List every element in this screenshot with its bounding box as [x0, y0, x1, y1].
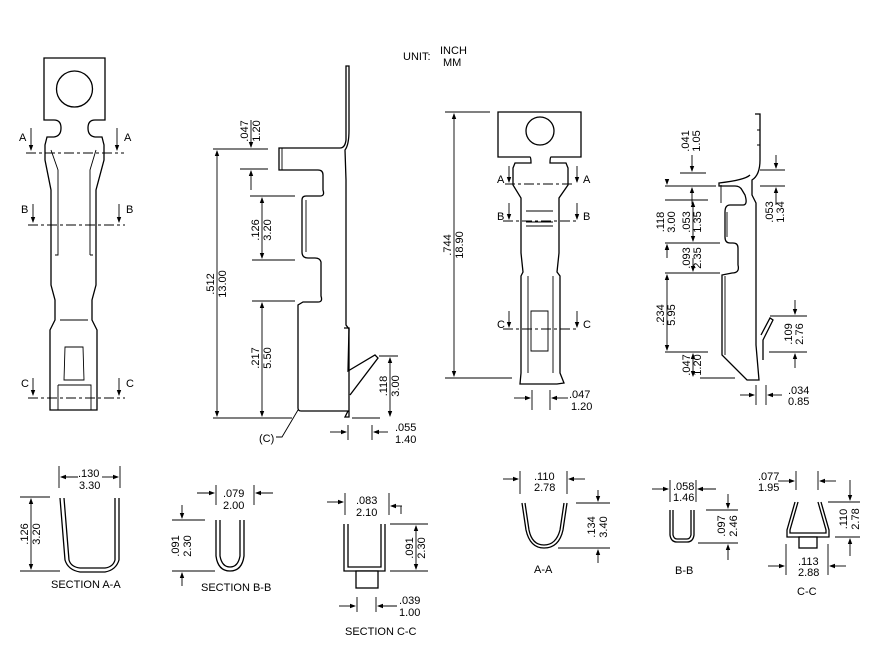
dim-091b-inch: .091 [170, 535, 182, 556]
dim-047-inch: .047 [239, 120, 251, 141]
section-c-c-right: .077 1.95 .110 2.78 .113 2.88 C-C [758, 471, 862, 598]
section-title: B-B [675, 565, 693, 577]
dim-047rr-mm: 1.20 [692, 354, 704, 375]
front-view-left: A A B B C C [19, 57, 134, 411]
marker-a-left: A [19, 132, 27, 144]
dim-091c-mm: 2.30 [416, 537, 428, 558]
dim-217-mm: 5.50 [262, 347, 274, 368]
dim-039-mm: 1.00 [399, 607, 420, 619]
dim-053b-mm: 1.34 [775, 201, 787, 222]
dim-118-inch: .118 [378, 376, 390, 397]
dim-097-mm: 2.46 [728, 515, 740, 536]
dim-041-inch: .041 [680, 130, 692, 151]
dim-234-mm: 5.95 [666, 304, 678, 325]
dim-118r-inch: .118 [655, 212, 667, 233]
section-title: A-A [534, 564, 553, 576]
callout-c: (C) [259, 433, 274, 445]
dim-058-mm: 1.46 [673, 492, 694, 504]
marker-b-right: B [126, 204, 133, 216]
dim-234-inch: .234 [655, 304, 667, 325]
dim-077-inch: .077 [758, 471, 779, 483]
marker-c-left-r: C [497, 319, 505, 331]
dim-039-inch: .039 [399, 595, 420, 607]
dim-110c-inch: .110 [838, 509, 850, 530]
dim-047r-mm: 1.20 [571, 401, 592, 413]
dim-118r-mm: 3.00 [666, 211, 678, 232]
section-title: C-C [797, 586, 817, 598]
dim-744-mm: 18.90 [454, 231, 466, 259]
section-title: SECTION B-B [201, 582, 271, 594]
dim-110a-inch: .110 [534, 471, 555, 483]
dim-110a-mm: 2.78 [534, 482, 555, 494]
dim-077-mm: 1.95 [758, 482, 779, 494]
section-b-b-left: .079 2.00 .091 2.30 SECTION B-B [170, 485, 273, 594]
marker-c-left: C [21, 378, 29, 390]
dim-053-inch: .053 [681, 211, 693, 232]
unit-mm: MM [443, 57, 461, 69]
side-view-right: .041 1.05 .118 3.00 .053 1.35 .053 1.34 … [655, 113, 809, 408]
marker-a-right: A [124, 132, 132, 144]
marker-b-left-r: B [497, 211, 504, 223]
marker-c-right: C [126, 378, 134, 390]
dim-053-mm: 1.35 [692, 211, 704, 232]
dim-126-inch: .126 [250, 219, 262, 240]
dim-055-inch: .055 [395, 422, 416, 434]
dim-113-mm: 2.88 [798, 567, 819, 579]
dim-083-inch: .083 [356, 495, 377, 507]
dim-109-mm: 2.76 [794, 323, 806, 344]
marker-a-right-r: A [583, 174, 591, 186]
dim-113-inch: .113 [798, 556, 819, 568]
section-a-a-left: .130 3.30 .126 3.20 SECTION A-A [19, 466, 121, 591]
dim-134-mm: 3.40 [598, 516, 610, 537]
dim-079-mm: 2.00 [223, 500, 244, 512]
dim-034-inch: .034 [788, 385, 809, 397]
dim-512-mm: 13.00 [217, 270, 229, 298]
dim-126-mm: 3.20 [262, 219, 274, 240]
dim-512-inch: .512 [205, 273, 217, 294]
dim-047-mm: 1.20 [251, 120, 263, 141]
dim-130-mm: 3.30 [79, 480, 100, 492]
dim-130-inch: .130 [78, 468, 99, 480]
dim-083-mm: 2.10 [356, 507, 377, 519]
dim-091b-mm: 2.30 [182, 535, 194, 556]
dim-047r-inch: .047 [569, 389, 590, 401]
dim-097-inch: .097 [716, 515, 728, 536]
marker-c-right-r: C [583, 319, 591, 331]
dim-093-mm: 2.35 [692, 247, 704, 268]
dim-110c-mm: 2.78 [850, 508, 862, 529]
dim-053b-inch: .053 [764, 201, 776, 222]
side-view-left: (C) .047 1.20 .512 13.00 .126 3.20 .217 … [205, 65, 416, 446]
marker-b-left: B [21, 204, 28, 216]
dim-134-inch: .134 [586, 516, 598, 537]
dim-093-inch: .093 [681, 247, 693, 268]
dim-744-inch: .744 [442, 234, 454, 255]
unit-label: UNIT: [403, 51, 431, 63]
dim-126s-mm: 3.20 [31, 523, 43, 544]
dim-079-inch: .079 [223, 488, 244, 500]
dim-055-mm: 1.40 [395, 434, 416, 446]
dim-217-inch: .217 [250, 347, 262, 368]
unit-inch: INCH [440, 45, 467, 57]
section-title: SECTION C-C [345, 626, 417, 638]
section-title: SECTION A-A [51, 579, 121, 591]
front-view-right: A A B B C C .744 18.90 .047 1.20 [442, 111, 592, 413]
dim-109-inch: .109 [783, 323, 795, 344]
marker-a-left-r: A [497, 174, 505, 186]
dim-058-inch: .058 [673, 481, 694, 493]
marker-b-right-r: B [583, 211, 590, 223]
dim-041-mm: 1.05 [691, 130, 703, 151]
dim-034-mm: 0.85 [788, 396, 809, 408]
section-c-c-left: .083 2.10 .091 2.30 .039 1.00 SECTION C-… [327, 493, 428, 638]
dim-118-mm: 3.00 [390, 375, 402, 396]
dim-047rr-inch: .047 [681, 354, 693, 375]
section-a-a-right: .110 2.78 .134 3.40 A-A [503, 471, 610, 576]
dim-091c-inch: .091 [404, 537, 416, 558]
unit-legend: UNIT: INCH MM [403, 45, 467, 69]
section-b-b-right: .058 1.46 .097 2.46 B-B [652, 480, 740, 577]
dim-126s-inch: .126 [19, 523, 31, 544]
